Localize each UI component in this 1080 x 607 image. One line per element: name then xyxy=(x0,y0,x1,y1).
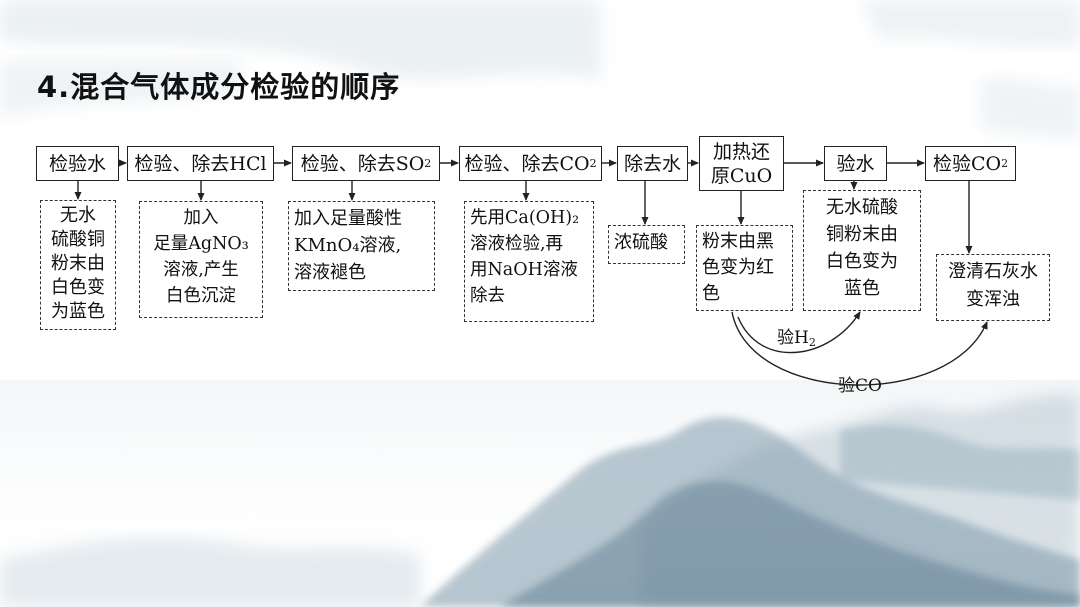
branch-label-text: 验CO xyxy=(838,376,882,396)
note-limewater-turbid: 澄清石灰水 变浑浊 xyxy=(936,254,1050,321)
step-verify-water: 验水 xyxy=(824,146,887,181)
step-label: 验水 xyxy=(836,152,875,175)
note-silver-nitrate: 加入 足量AgNO₃ 溶液,产生 白色沉淀 xyxy=(139,201,263,318)
subscript: 2 xyxy=(1001,156,1009,170)
step-detect-water: 检验水 xyxy=(36,146,119,181)
step-label: 加热还 原CuO xyxy=(710,140,773,187)
step-label: 检验、除去HCl xyxy=(134,152,267,175)
subscript: 2 xyxy=(424,156,432,170)
step-label: 除去水 xyxy=(623,152,681,175)
note-copper-sulfate-blue: 无水硫酸 铜粉末由 白色变为 蓝色 xyxy=(803,190,921,311)
note-limewater-naoh: 先用Ca(OH)₂ 溶液检验,再 用NaOH溶液 除去 xyxy=(464,201,594,322)
step-remove-water: 除去水 xyxy=(617,146,688,181)
page-title: 4.混合气体成分检验的顺序 xyxy=(37,70,401,104)
branch-label-text: 验H xyxy=(777,328,809,348)
subscript: 2 xyxy=(808,336,816,349)
note-conc-sulfuric-acid: 浓硫酸 xyxy=(608,225,685,264)
step-detect-remove-hcl: 检验、除去HCl xyxy=(127,146,274,181)
step-heat-reduce-cuo: 加热还 原CuO xyxy=(699,136,784,191)
step-label: 检验、除去CO xyxy=(464,152,590,175)
step-label: 检验CO xyxy=(932,152,1002,175)
subscript: 2 xyxy=(589,156,597,170)
note-anhydrous-copper-sulfate: 无水 硫酸铜 粉末由 白色变 为蓝色 xyxy=(40,200,116,330)
step-label: 检验水 xyxy=(48,152,106,175)
label-verify-h2: 验H2 xyxy=(777,323,816,349)
step-label: 检验、除去SO xyxy=(300,152,425,175)
note-potassium-permanganate: 加入足量酸性 KMnO₄溶液, 溶液褪色 xyxy=(288,201,435,291)
note-black-to-red: 粉末由黑 色变为红 色 xyxy=(696,225,793,311)
label-verify-co: 验CO xyxy=(838,371,882,396)
